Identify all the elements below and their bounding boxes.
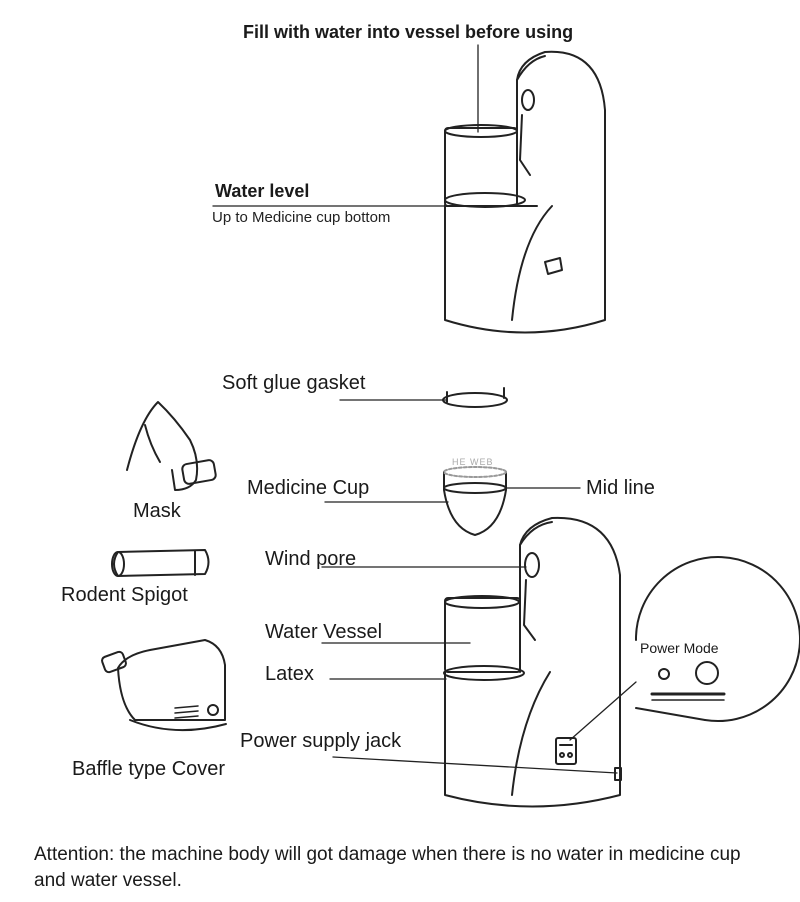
power-supply-leader-line: [332, 756, 618, 774]
bottom-control-dot-2: [567, 752, 573, 758]
top-device-inner-edge: [516, 55, 546, 81]
baffle-cover-vent-1: [174, 705, 199, 709]
water-level-note-label: Up to Medicine cup bottom: [212, 209, 391, 226]
baffle-cover-label: Baffle type Cover: [72, 758, 226, 780]
top-water-level-rim: [444, 192, 526, 208]
top-water-vessel-rim: [444, 124, 518, 138]
soft-glue-gasket-shape: [442, 392, 508, 408]
water-level-label: Water level: [215, 181, 310, 201]
top-device-side-curve: [511, 205, 553, 321]
top-neck: [519, 114, 531, 176]
top-device: [212, 44, 606, 334]
medicine-cup-label: Medicine Cup: [247, 477, 370, 499]
power-mode-zoom-arc: [634, 556, 800, 723]
attention-note: Attention: the machine body will got dam…: [34, 844, 741, 891]
baffle-cover-vent-2: [174, 710, 199, 714]
latex-label: Latex: [265, 663, 314, 685]
rodent-spigot-label: Rodent Spigot: [61, 584, 188, 606]
power-mode-zoom-bottom: [635, 707, 706, 721]
baffle-cover-shape: [117, 639, 226, 721]
bottom-device-body: [444, 516, 621, 808]
medicine-cup-group: [324, 466, 581, 536]
bottom-wind-pore: [524, 552, 540, 578]
baffle-cover-vent-3: [174, 715, 199, 719]
baffle-cover-base: [129, 719, 227, 732]
bottom-water-vessel-rim: [444, 595, 520, 609]
bottom-water-vessel: [444, 597, 521, 673]
water-vessel-label: Water Vessel: [265, 621, 383, 643]
power-mode-zoom: [634, 556, 800, 723]
rodent-spigot-shape: [113, 549, 210, 577]
mask-label: Mask: [133, 500, 181, 522]
soft-glue-gasket-label: Soft glue gasket: [222, 372, 366, 394]
bottom-control-panel: [555, 737, 577, 765]
medicine-cup-mid-line: [443, 482, 507, 494]
mask-group: [126, 401, 217, 491]
watermark: HE WEB: [452, 457, 494, 467]
bottom-device: [321, 516, 637, 808]
bottom-device-side-curve: [511, 671, 551, 796]
mask-connector: [181, 459, 217, 485]
medicine-cup-rim: [443, 466, 507, 478]
mask-inner-curve: [144, 424, 161, 463]
rodent-spigot-end: [111, 551, 125, 577]
top-device-body: [444, 50, 606, 334]
baffle-cover-knob: [207, 704, 219, 716]
bottom-power-jack: [614, 767, 622, 781]
rodent-spigot-group: [111, 549, 210, 577]
baffle-cover-group: [101, 639, 227, 732]
power-supply-jack-label: Power supply jack: [240, 730, 402, 752]
bottom-device-inner-edge: [519, 521, 553, 546]
power-mode-leader-line: [569, 681, 637, 741]
top-wind-pore: [521, 89, 535, 111]
bottom-neck: [523, 579, 536, 641]
medicine-cup-shape: [443, 471, 507, 536]
bottom-latex-rim: [443, 665, 525, 681]
wind-pore-label: Wind pore: [265, 548, 357, 570]
bottom-control-dot-1: [559, 752, 565, 758]
mid-line-label: Mid line: [586, 477, 655, 499]
fill-instruction-label: Fill with water into vessel before using: [243, 22, 574, 42]
top-switch-slot: [544, 257, 563, 275]
mask-shape: [126, 401, 199, 491]
power-mode-small-button: [658, 668, 670, 680]
gasket-group: [339, 387, 508, 408]
power-mode-large-button: [695, 661, 719, 685]
power-mode-label: Power Mode: [640, 640, 719, 656]
baffle-cover-nozzle: [101, 650, 127, 674]
